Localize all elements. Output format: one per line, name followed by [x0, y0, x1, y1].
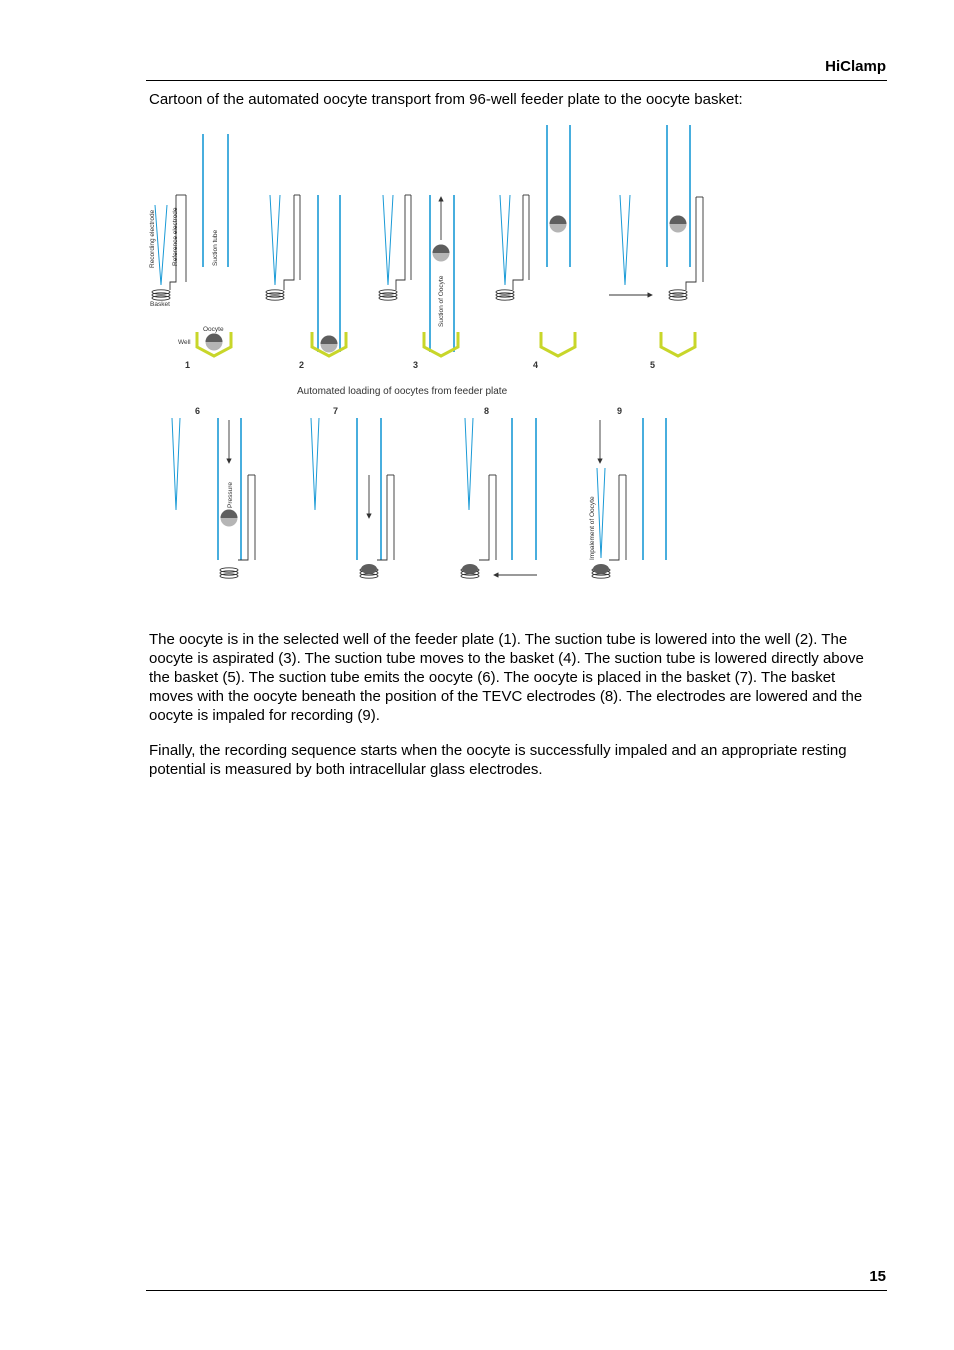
- step-number-4: 4: [533, 360, 538, 370]
- header-rule: [146, 80, 887, 81]
- panel-2: 2: [265, 194, 348, 370]
- figure-caption: Cartoon of the automated oocyte transpor…: [149, 91, 743, 108]
- label-reference-electrode: Reference electrode: [172, 207, 179, 266]
- oocyte-1: [205, 333, 223, 351]
- panel-4: 4: [495, 125, 577, 370]
- reference-electrode-1: [169, 195, 177, 290]
- step-number-7: 7: [333, 406, 338, 416]
- well-1: [195, 332, 233, 358]
- oocyte-transport-diagram: Recording electrode Reference electrode …: [149, 125, 704, 579]
- footer-rule: [146, 1290, 887, 1291]
- step-number-1: 1: [185, 360, 190, 370]
- panel-5: 5: [609, 125, 704, 370]
- panel-1: Recording electrode Reference electrode …: [149, 134, 233, 370]
- basket-1: [151, 289, 171, 301]
- paragraph-description: The oocyte is in the selected well of th…: [149, 631, 864, 724]
- step-number-2: 2: [299, 360, 304, 370]
- diagram-subtitle: Automated loading of oocytes from feeder…: [297, 386, 508, 397]
- label-pressure: Pressure: [227, 482, 234, 508]
- panel-6: 6 Pressure: [171, 406, 256, 579]
- label-well: Well: [178, 339, 191, 346]
- paragraph-finally: Finally, the recording sequence starts w…: [149, 742, 847, 778]
- header-title: HiClamp: [825, 58, 886, 75]
- label-recording-electrode: Recording electrode: [149, 209, 156, 268]
- label-suction-of-oocyte: Suction of Oocyte: [438, 275, 445, 327]
- step-number-9: 9: [617, 406, 622, 416]
- recording-electrode-1: [154, 204, 168, 286]
- panel-9: 9 Impalement of Oocyte: [589, 406, 667, 579]
- label-impalement-of-oocyte: Impalement of Oocyte: [589, 496, 596, 560]
- page-number: 15: [869, 1268, 886, 1285]
- panel-7: 7: [310, 406, 395, 579]
- step-number-5: 5: [650, 360, 655, 370]
- label-basket: Basket: [150, 301, 170, 308]
- panel-3: Suction of Oocyte 3: [378, 194, 460, 370]
- panel-8: 8: [460, 406, 537, 579]
- label-suction-tube: Suction tube: [212, 229, 219, 266]
- step-number-3: 3: [413, 360, 418, 370]
- step-number-6: 6: [195, 406, 200, 416]
- step-number-8: 8: [484, 406, 489, 416]
- label-oocyte: Oocyte: [203, 326, 224, 333]
